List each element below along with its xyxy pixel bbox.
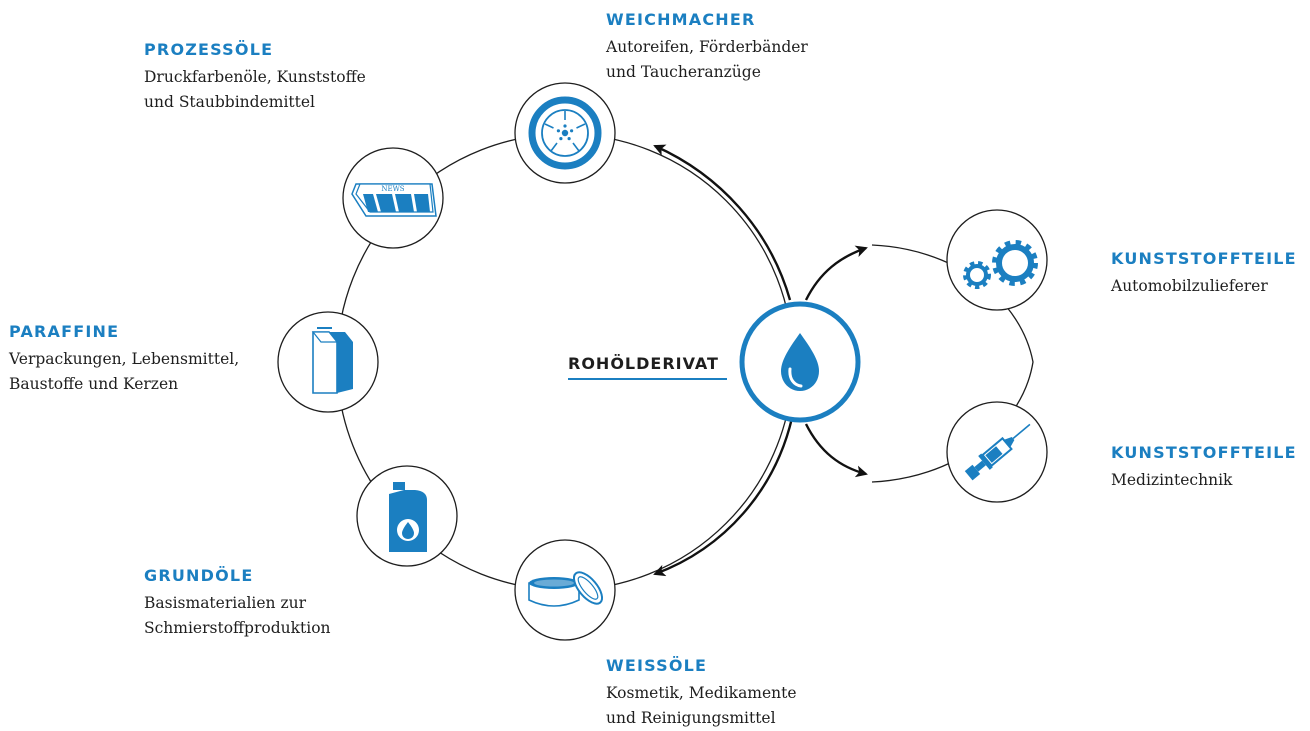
- label-line: Verpackungen, Lebensmittel,: [9, 350, 240, 368]
- label-title: PARAFFINE: [9, 322, 120, 341]
- syringe-icon: [964, 423, 1031, 481]
- label-line: Medizintechnik: [1111, 471, 1233, 489]
- secondary-cycle-ring: [871, 244, 1034, 483]
- label-title: WEICHMACHER: [606, 10, 756, 29]
- cream-jar-icon: [528, 571, 604, 607]
- arrow-to-kunststoffteile-auto: [804, 245, 868, 301]
- label-title: KUNSTSTOFFTEILE: [1111, 249, 1297, 268]
- node-paraffine: [277, 311, 379, 413]
- label-kunststoffteile-med: KUNSTSTOFFTEILE Medizintechnik: [1111, 443, 1297, 493]
- label-line: und Taucheranzüge: [606, 63, 761, 81]
- oil-canister-icon: [389, 482, 427, 552]
- arrow-to-weissoele: [653, 417, 794, 577]
- label-line: Druckfarbenöle, Kunststoffe: [144, 68, 366, 86]
- label-line: und Reinigungsmittel: [606, 709, 776, 727]
- newspaper-icon: NEWS: [351, 183, 437, 217]
- label-line: Kosmetik, Medikamente: [606, 684, 797, 702]
- node-weichmacher: [514, 82, 616, 184]
- gears-icon: [963, 240, 1038, 289]
- label-prozessoele: PROZESSÖLE Druckfarbenöle, Kunststoffe u…: [144, 40, 366, 115]
- label-grundoele: GRUNDÖLE Basismaterialien zur Schmiersto…: [144, 566, 331, 641]
- center-label: ROHÖLDERIVAT: [568, 354, 719, 373]
- label-line: und Staubbindemittel: [144, 93, 316, 111]
- label-line: Automobilzulieferer: [1111, 277, 1268, 295]
- label-line: Autoreifen, Förderbänder: [606, 38, 808, 56]
- newspaper-headline: NEWS: [381, 185, 404, 193]
- label-line: Baustoffe und Kerzen: [9, 375, 179, 393]
- label-line: Schmierstoffproduktion: [144, 619, 331, 637]
- label-weichmacher: WEICHMACHER Autoreifen, Förderbänder und…: [606, 10, 808, 85]
- node-kunststoffteile-auto: [946, 209, 1048, 311]
- node-weissoele: [514, 539, 616, 641]
- label-paraffine: PARAFFINE Verpackungen, Lebensmittel, Ba…: [9, 322, 239, 397]
- label-title: WEISSÖLE: [606, 656, 708, 675]
- arrow-to-kunststoffteile-med: [804, 423, 868, 478]
- node-kunststoffteile-med: [946, 401, 1048, 503]
- center-node: [739, 301, 861, 423]
- milk-carton-icon: [311, 327, 353, 394]
- tire-icon: [528, 96, 602, 170]
- label-title: KUNSTSTOFFTEILE: [1111, 443, 1297, 462]
- label-kunststoffteile-auto: KUNSTSTOFFTEILE Automobilzulieferer: [1111, 249, 1297, 299]
- label-line: Basismaterialien zur: [144, 594, 307, 612]
- center-label-underline: [568, 378, 727, 380]
- label-title: PROZESSÖLE: [144, 40, 274, 59]
- oil-drop-icon: [781, 333, 819, 391]
- node-grundoele: [356, 465, 458, 567]
- label-weissoele: WEISSÖLE Kosmetik, Medikamente und Reini…: [606, 656, 797, 731]
- arrow-to-weichmacher: [653, 144, 792, 301]
- label-title: GRUNDÖLE: [144, 566, 254, 585]
- node-prozessoele: NEWS: [342, 147, 444, 249]
